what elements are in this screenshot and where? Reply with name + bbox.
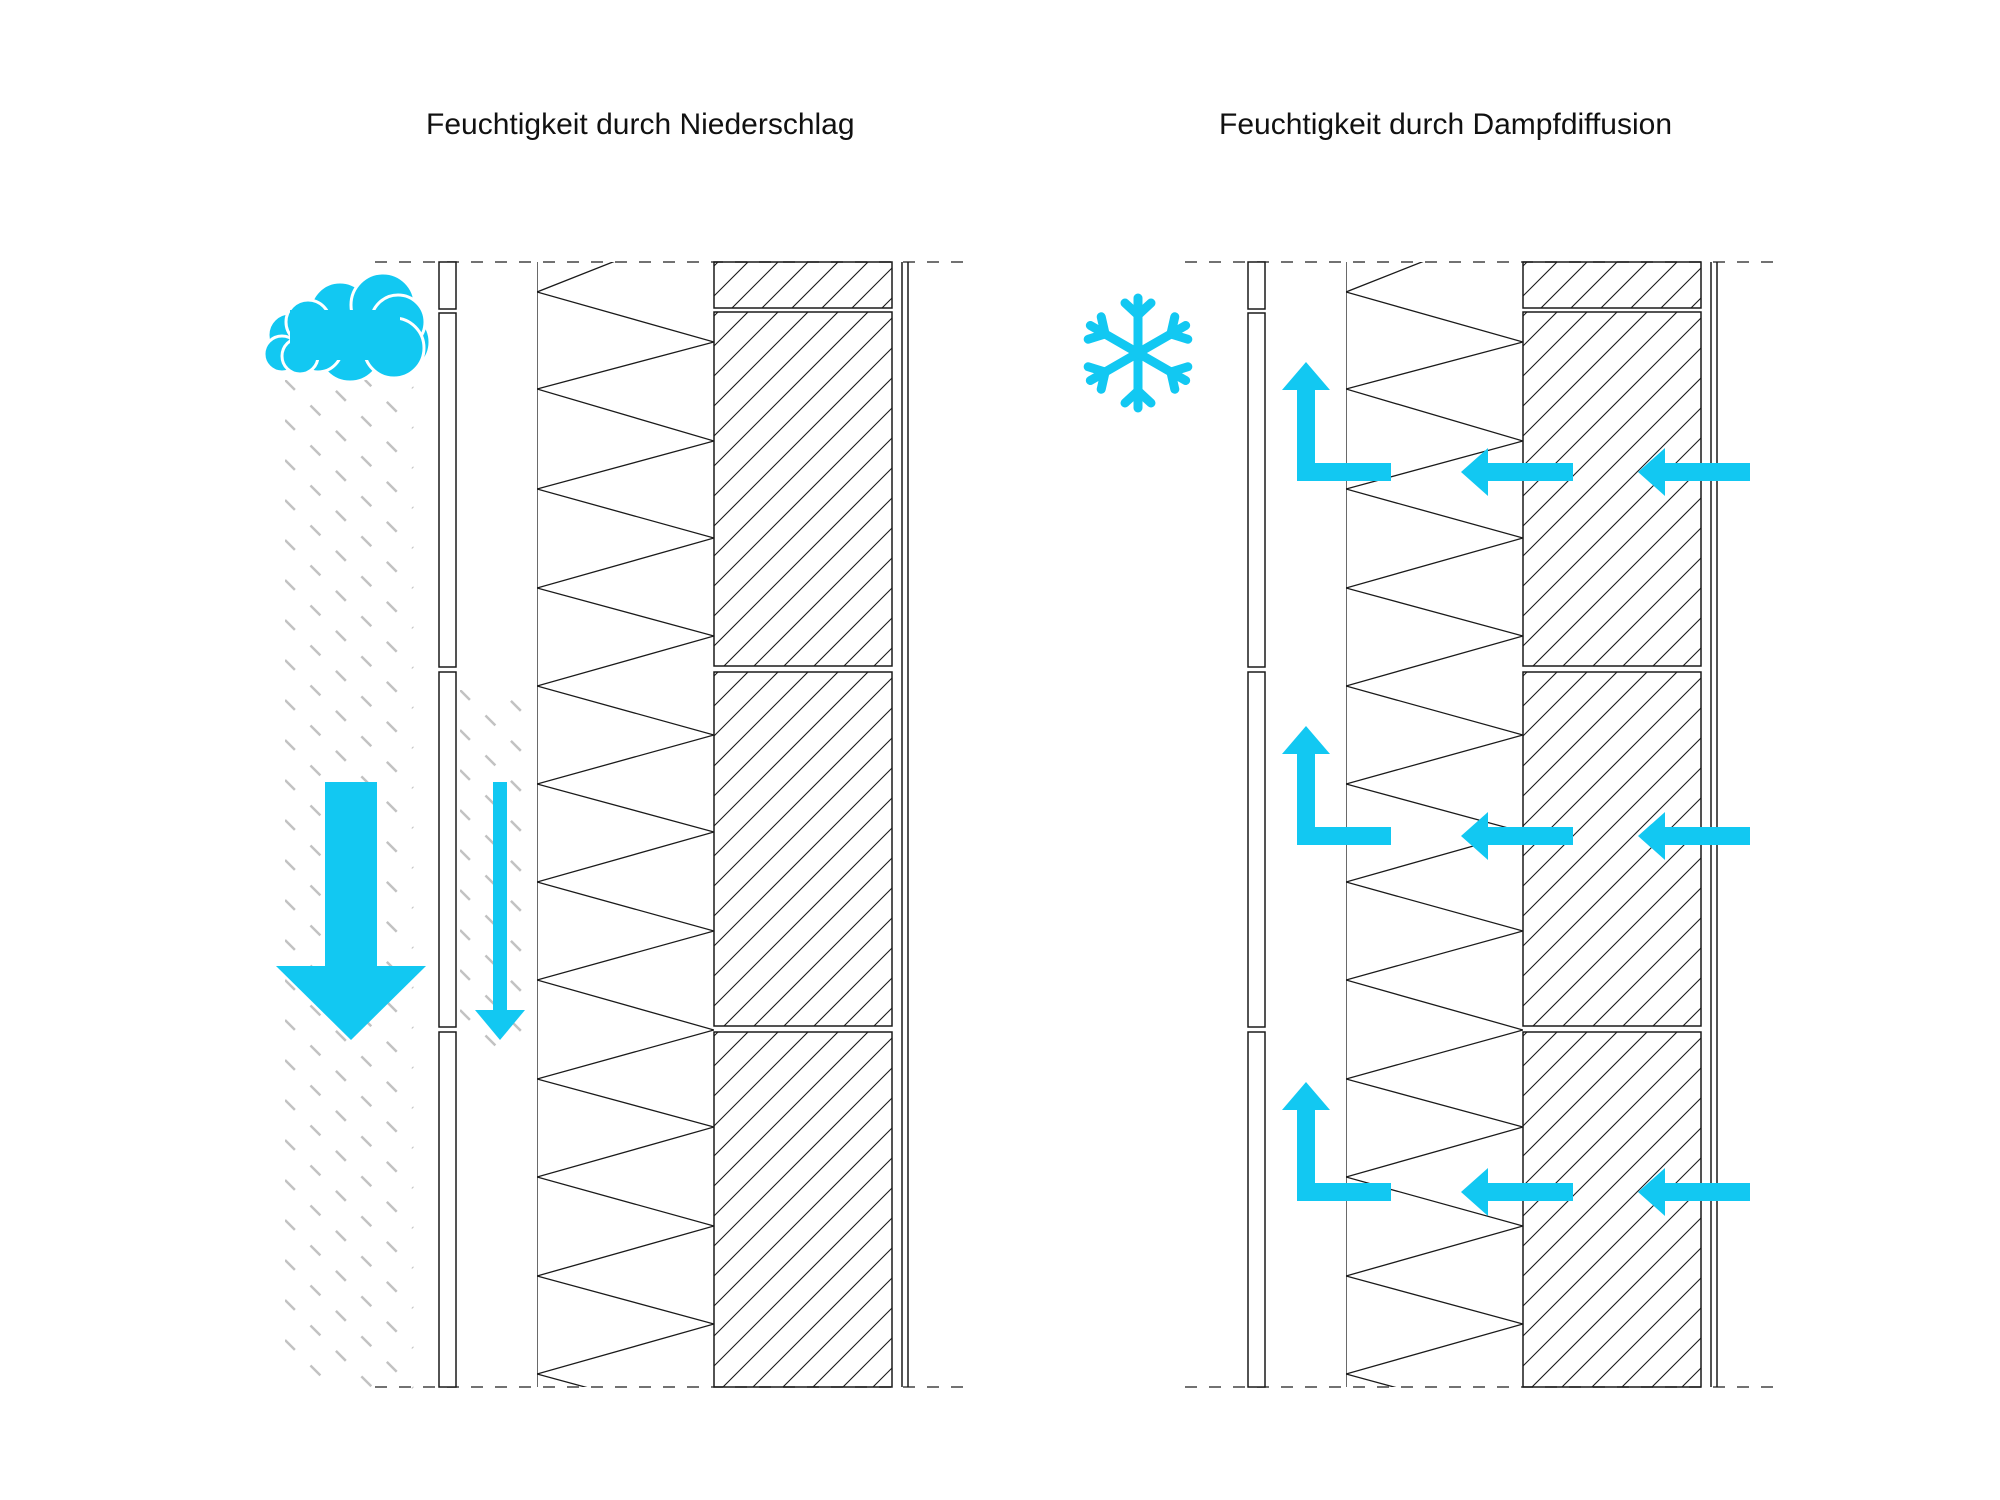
title-vapor-diffusion: Feuchtigkeit durch Dampfdiffusion xyxy=(1219,108,1673,141)
wall-section-precipitation xyxy=(262,261,965,1390)
vapor-arrows-row-2 xyxy=(1282,726,1750,860)
cladding xyxy=(1247,261,1266,1388)
vapor-arrows-row-3 xyxy=(1282,1082,1750,1216)
masonry xyxy=(1522,261,1702,1388)
insulation xyxy=(537,262,714,1387)
rain-cloud-icon-fill xyxy=(290,310,400,360)
cladding xyxy=(438,261,457,1388)
inner-lining xyxy=(1710,262,1718,1387)
cut-lines xyxy=(375,261,965,1388)
masonry xyxy=(713,261,893,1388)
insulation xyxy=(1346,262,1523,1387)
vapor-arrows-row-1 xyxy=(1282,362,1750,496)
snowflake-icon xyxy=(1083,293,1193,413)
inner-lining xyxy=(901,262,909,1387)
rain-arrow-large-icon xyxy=(276,782,426,1040)
wall-section-vapor xyxy=(1083,261,1775,1388)
title-precipitation: Feuchtigkeit durch Niederschlag xyxy=(426,108,855,141)
rain-arrow-small-icon xyxy=(475,782,525,1040)
